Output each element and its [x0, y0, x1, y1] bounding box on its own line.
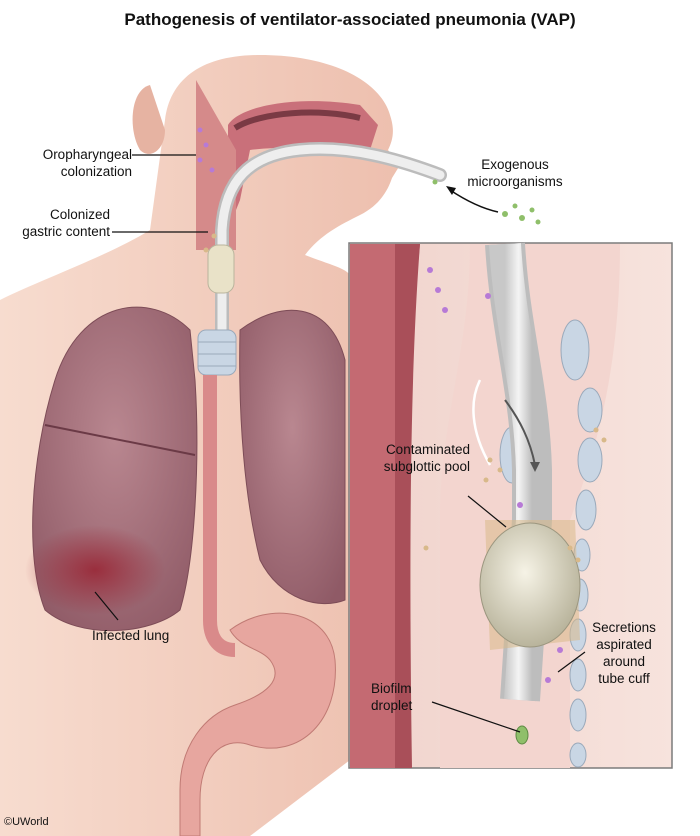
lungs	[25, 306, 346, 632]
leader-lines	[94, 154, 586, 733]
endotracheal-tube	[215, 142, 447, 337]
diagram-title: Pathogenesis of ventilator-associated pn…	[124, 10, 576, 29]
label-infected-lung: Infected lung	[92, 628, 170, 643]
label-biofilm-droplet: Biofilm droplet	[371, 681, 413, 713]
copyright-credit: ©UWorld	[4, 816, 49, 828]
esophagus-stomach	[179, 375, 336, 836]
oropharyngeal-microbes	[197, 127, 217, 253]
label-contaminated-subglottic-pool: Contaminated subglottic pool	[383, 442, 470, 474]
label-secretions-aspirated: Secretions aspirated around tube cuff	[592, 620, 656, 686]
exogenous-microbes	[432, 179, 541, 225]
trachea	[197, 244, 237, 376]
inset-panel	[348, 242, 673, 769]
label-oropharyngeal-colonization: Oropharyngeal colonization	[42, 147, 132, 179]
label-colonized-gastric-content: Colonized gastric content	[22, 207, 110, 239]
label-exogenous-microorganisms: Exogenous microorganisms	[467, 157, 563, 189]
